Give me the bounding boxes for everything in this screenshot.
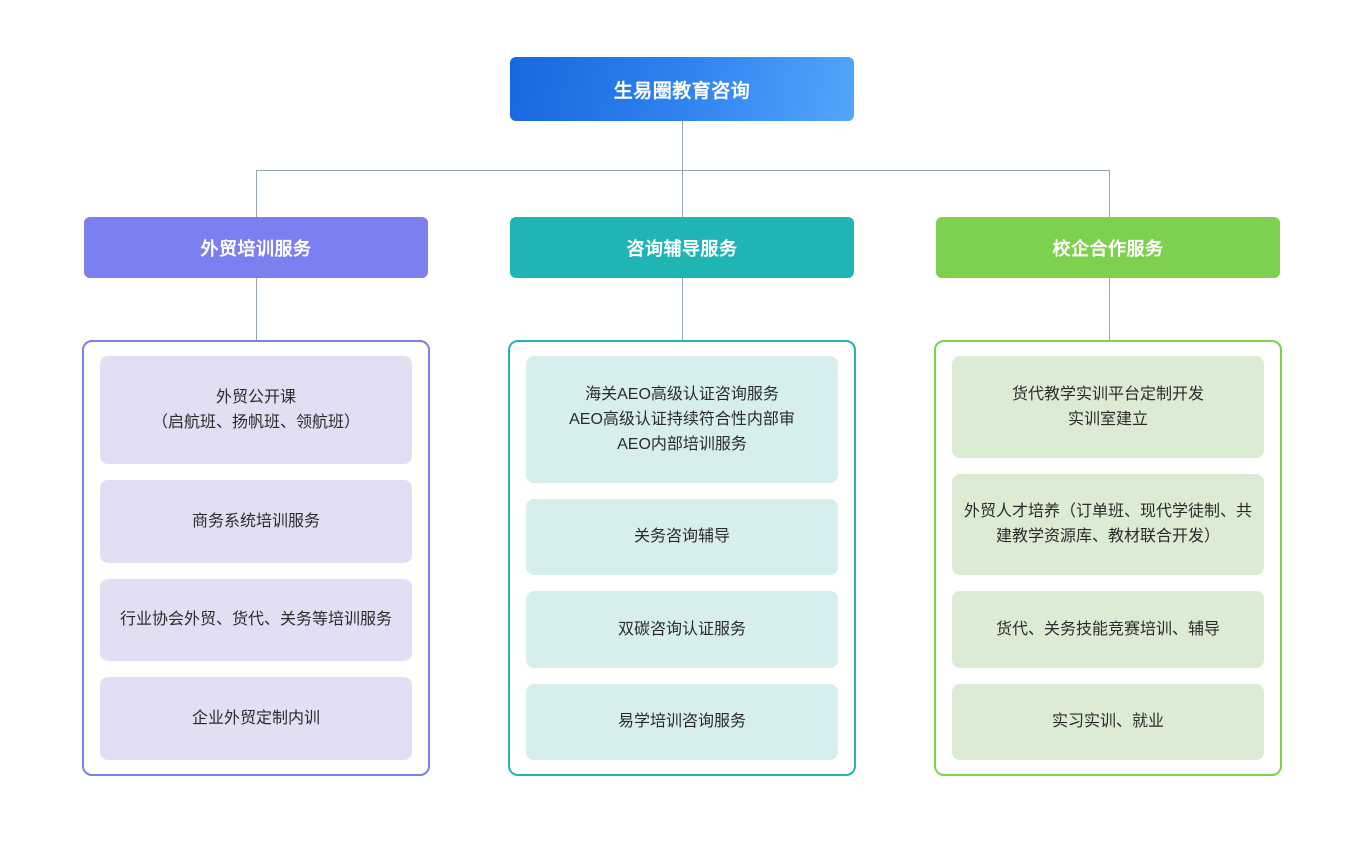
connector-root-stem bbox=[682, 121, 683, 170]
connector-bus-to-branch-1 bbox=[256, 170, 257, 217]
leaf-item[interactable]: 商务系统培训服务 bbox=[100, 479, 412, 563]
branch-header-xiaoqi-hezuo[interactable]: 校企合作服务 bbox=[936, 217, 1280, 278]
leaf-item[interactable]: 行业协会外贸、货代、关务等培训服务 bbox=[100, 578, 412, 662]
leaf-item[interactable]: 外贸公开课 （启航班、扬帆班、领航班） bbox=[100, 356, 412, 464]
branch-column-2: 咨询辅导服务 bbox=[510, 217, 854, 278]
root-node-label: 生易圈教育咨询 bbox=[613, 80, 751, 102]
leaf-item[interactable]: 海关AEO高级认证咨询服务 AEO高级认证持续符合性内部审 AEO内部培训服务 bbox=[526, 356, 838, 483]
connector-bus-to-branch-2 bbox=[682, 170, 683, 217]
branch-header-zixun-fudao[interactable]: 咨询辅导服务 bbox=[510, 217, 854, 278]
branch-header-label: 咨询辅导服务 bbox=[626, 238, 738, 259]
branch-column-3: 校企合作服务 bbox=[936, 217, 1280, 278]
leaf-item[interactable]: 关务咨询辅导 bbox=[526, 498, 838, 575]
branch-header-label: 外贸培训服务 bbox=[200, 238, 312, 259]
branch-header-label: 校企合作服务 bbox=[1052, 238, 1164, 259]
branch-1-items-container: 外贸公开课 （启航班、扬帆班、领航班） 商务系统培训服务 行业协会外贸、货代、关… bbox=[82, 340, 430, 776]
root-node[interactable]: 生易圈教育咨询 bbox=[510, 57, 854, 121]
leaf-item[interactable]: 双碳咨询认证服务 bbox=[526, 591, 838, 668]
leaf-item[interactable]: 实习实训、就业 bbox=[952, 683, 1264, 760]
connector-branch-3-to-items bbox=[1109, 278, 1110, 340]
connector-horizontal-bus bbox=[256, 170, 1110, 171]
leaf-item[interactable]: 外贸人才培养（订单班、现代学徒制、共建教学资源库、教材联合开发） bbox=[952, 473, 1264, 575]
connector-bus-to-branch-3 bbox=[1109, 170, 1110, 217]
branch-column-1: 外贸培训服务 bbox=[84, 217, 428, 278]
branch-3-items-container: 货代教学实训平台定制开发 实训室建立 外贸人才培养（订单班、现代学徒制、共建教学… bbox=[934, 340, 1282, 776]
connector-branch-2-to-items bbox=[682, 278, 683, 340]
leaf-item[interactable]: 货代、关务技能竞赛培训、辅导 bbox=[952, 591, 1264, 668]
branch-2-items-container: 海关AEO高级认证咨询服务 AEO高级认证持续符合性内部审 AEO内部培训服务 … bbox=[508, 340, 856, 776]
leaf-item[interactable]: 易学培训咨询服务 bbox=[526, 683, 838, 760]
connector-branch-1-to-items bbox=[256, 278, 257, 340]
leaf-item[interactable]: 货代教学实训平台定制开发 实训室建立 bbox=[952, 356, 1264, 458]
leaf-item[interactable]: 企业外贸定制内训 bbox=[100, 677, 412, 760]
branch-header-waimao-peixun[interactable]: 外贸培训服务 bbox=[84, 217, 428, 278]
